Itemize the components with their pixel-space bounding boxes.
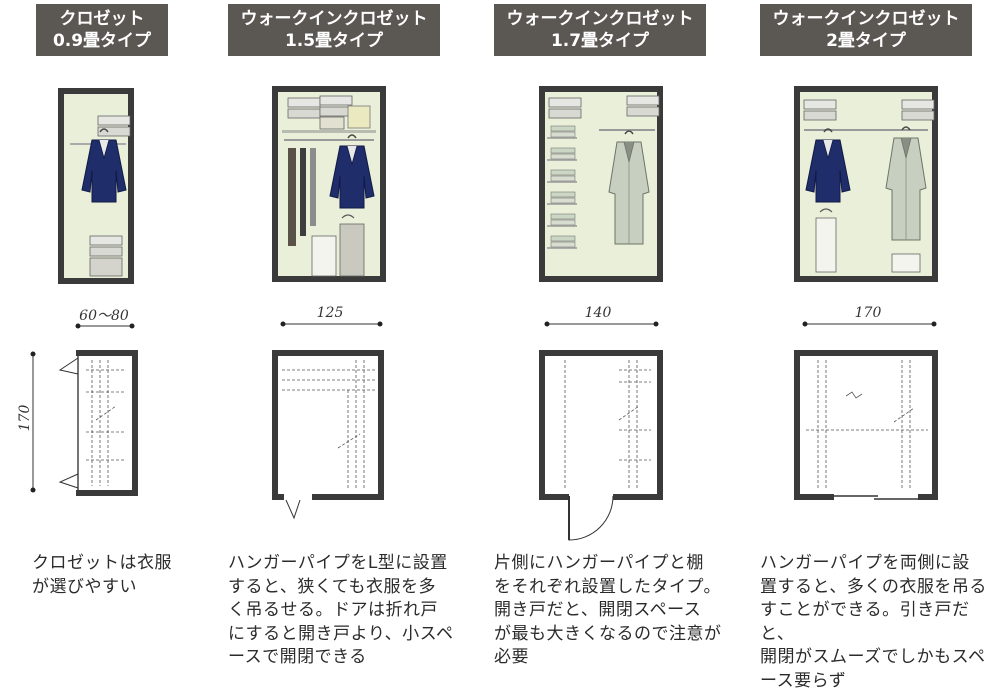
width-dimension-line <box>280 321 383 327</box>
panel-description: ハンガーパイプをL型に設置 すると、狭くても衣服を多 く吊るせる。ドアは折れ戸 … <box>228 553 454 667</box>
width-dimension: 140 <box>584 305 612 321</box>
floor-plan <box>272 350 384 520</box>
walk-in-panel-2: ウォークインクロゼット 2畳タイプ 170 <box>760 4 986 691</box>
elevation-drawing <box>272 86 386 282</box>
floor-plan <box>539 350 663 541</box>
width-dimension: 125 <box>316 305 344 321</box>
depth-dimension-line <box>30 351 36 493</box>
panel-title: ウォークインクロゼット 1.5畳タイプ <box>228 4 440 56</box>
panel-description: ハンガーパイプを両側に設 置すると、多くの衣服を吊る すことができる。引き戸だと… <box>760 553 987 691</box>
width-dimension-line <box>75 323 135 329</box>
width-dimension-line <box>544 321 659 327</box>
width-dimension: 170 <box>854 305 882 321</box>
elevation-drawing <box>539 86 663 282</box>
width-dimension: 60〜80 <box>79 308 129 324</box>
width-dimension-line <box>802 321 937 327</box>
elevation-drawing <box>58 88 134 284</box>
walk-in-panel-17: ウォークインクロゼット 1.7畳タイプ 140 <box>494 4 722 667</box>
walk-in-panel-15: ウォークインクロゼット 1.5畳タイプ 125 <box>228 4 454 667</box>
floor-plan <box>794 350 938 500</box>
panel-title: ウォークインクロゼット 1.7畳タイプ <box>494 4 706 56</box>
panel-description: クロゼットは衣服 が選びやすい <box>32 553 172 597</box>
panel-title: ウォークインクロゼット 2畳タイプ <box>760 4 972 56</box>
elevation-drawing <box>794 86 938 282</box>
panel-description: 片側にハンガーパイプと棚 をそれぞれ設置したタイプ。 開き戸だと、開閉スペース … <box>494 553 722 667</box>
panel-title: クロゼット 0.9畳タイプ <box>36 4 168 56</box>
floor-plan <box>58 350 138 496</box>
closet-panel-09: クロゼット 0.9畳タイプ 60〜80 170 <box>17 4 172 597</box>
